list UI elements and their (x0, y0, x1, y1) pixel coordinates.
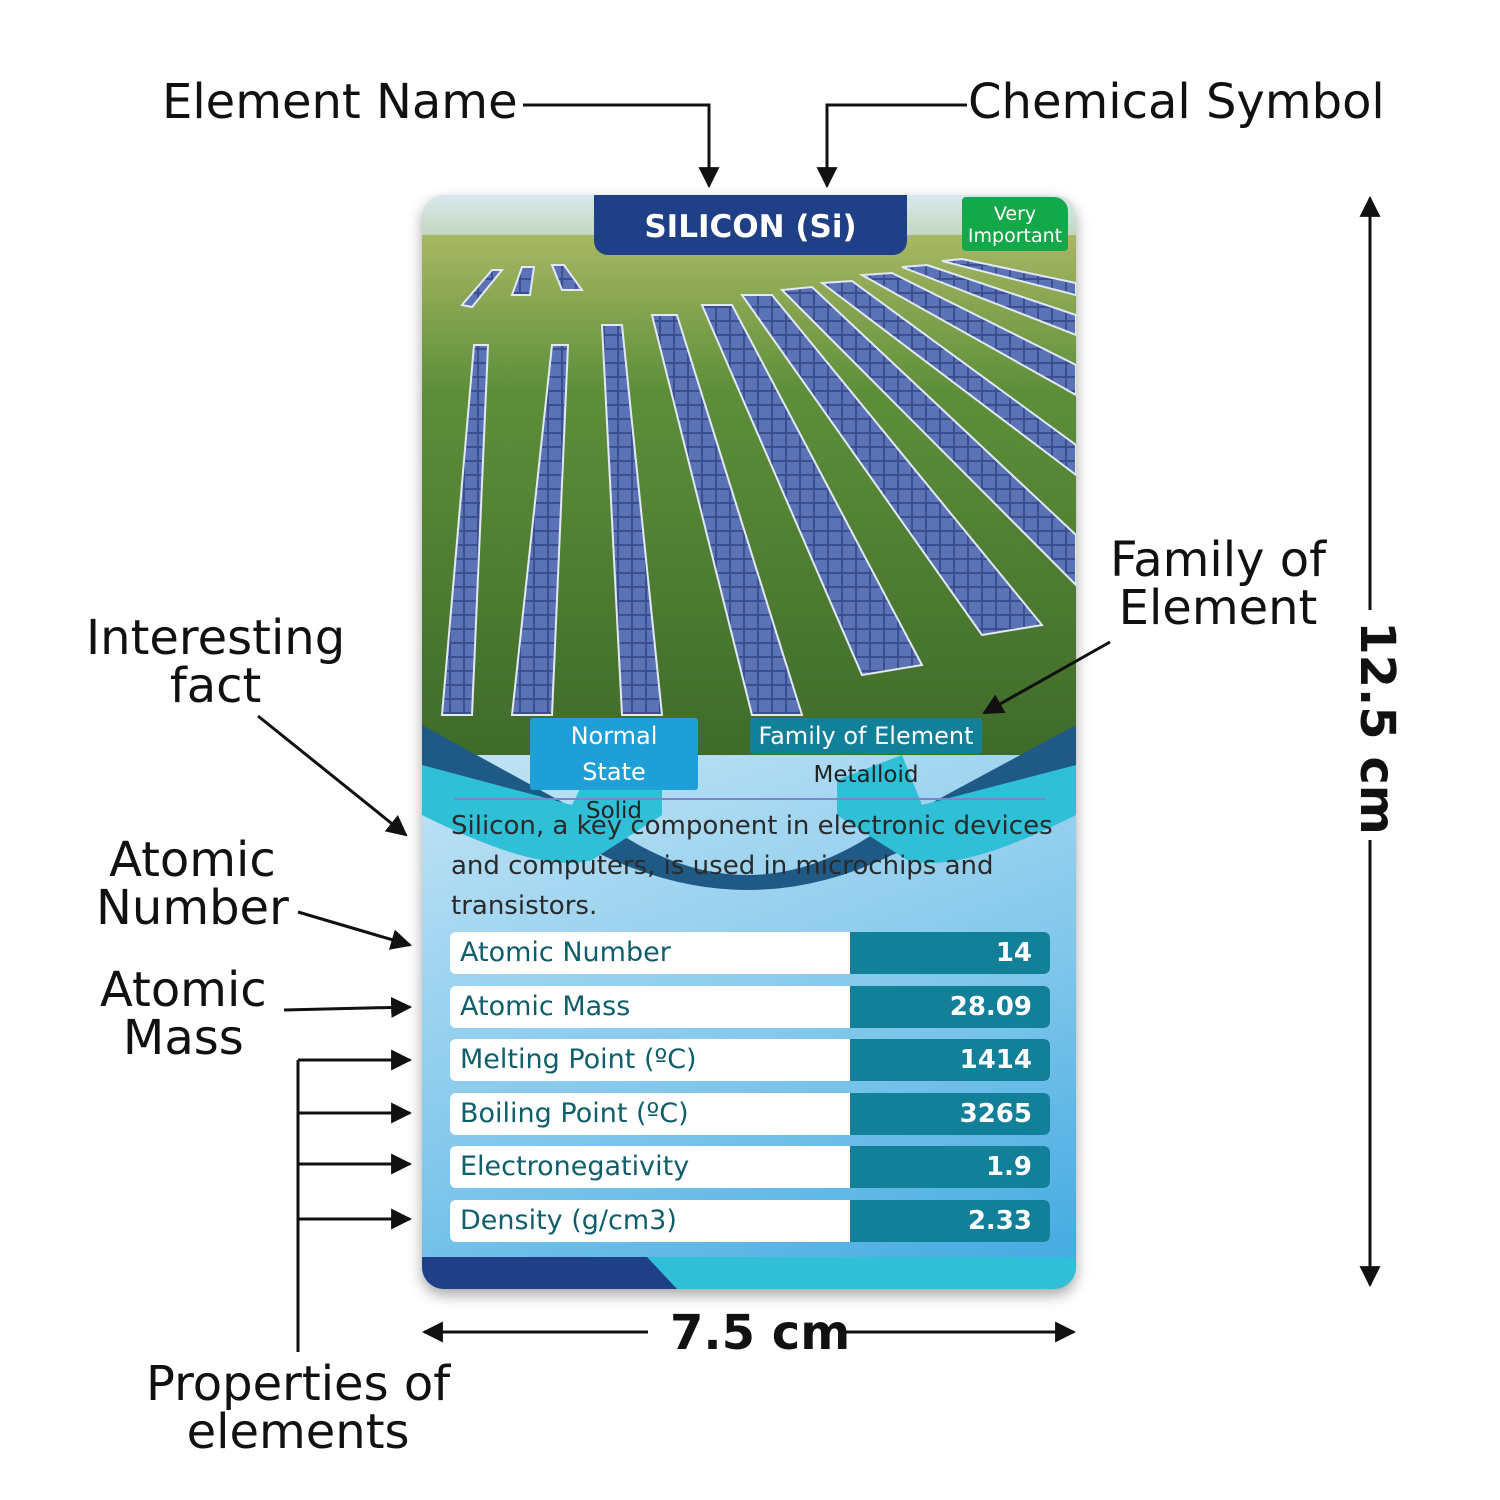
arrow-atomic-mass (283, 996, 413, 1018)
property-name: Electronegativity (460, 1151, 690, 1182)
solar-farm-photo (422, 195, 1076, 755)
height-dimension-label: 12.5 cm (1348, 621, 1405, 835)
arrow-element-name (523, 103, 720, 189)
label-atomic-mass: Atomic Mass (100, 962, 267, 1066)
property-row-boiling-point: Boiling Point (ºC) 3265 (450, 1092, 1050, 1135)
width-dimension-label: 7.5 cm (670, 1305, 851, 1361)
family-block: Family of Element Metalloid (748, 718, 984, 788)
wave-decoration (422, 725, 1076, 890)
bottom-band (422, 1257, 1076, 1289)
property-row-density: Density (g/cm3) 2.33 (450, 1199, 1050, 1242)
interesting-fact-text: Silicon, a key component in electronic d… (451, 811, 1053, 921)
label-properties-of-elements: Properties of elements (146, 1356, 451, 1460)
property-row-atomic-mass: Atomic Mass 28.09 (450, 985, 1050, 1028)
property-row-melting-point: Melting Point (ºC) 1414 (450, 1039, 1050, 1081)
label-interesting-fact: Interesting fact (86, 610, 346, 714)
property-value: 28.09 (850, 985, 1050, 1028)
divider (454, 798, 1046, 800)
property-name: Boiling Point (ºC) (460, 1097, 689, 1129)
properties-table: Atomic Number 14 Atomic Mass 28.09 Melti… (450, 932, 1050, 1253)
property-name: Atomic Mass (460, 990, 631, 1022)
property-row-electronegativity: Electronegativity 1.9 (450, 1146, 1050, 1188)
property-name: Atomic Number (460, 937, 671, 968)
label-family-of-element: Family of Element (1110, 532, 1326, 636)
element-card: SILICON (Si) Very Important Normal State… (422, 195, 1076, 1289)
label-element-name: Element Name (162, 74, 518, 130)
family-label: Family of Element (749, 718, 983, 754)
label-chemical-symbol: Chemical Symbol (968, 74, 1385, 130)
normal-state-value: Solid (585, 798, 643, 824)
importance-badge: Very Important (962, 197, 1068, 251)
property-value: 2.33 (850, 1199, 1050, 1242)
element-title: SILICON (Si) (594, 195, 907, 255)
arrow-interesting-fact (257, 714, 408, 837)
property-name: Melting Point (ºC) (460, 1044, 697, 1075)
property-row-atomic-number: Atomic Number 14 (450, 932, 1050, 974)
arrow-chemical-symbol (816, 103, 967, 189)
property-value: 14 (850, 932, 1050, 974)
family-value: Metalloid (813, 762, 919, 788)
property-value: 1.9 (850, 1146, 1050, 1188)
normal-state-block: Normal State Solid (530, 718, 698, 824)
property-value: 1414 (850, 1039, 1050, 1081)
normal-state-label: Normal State (530, 718, 698, 790)
label-atomic-number: Atomic Number (96, 832, 289, 936)
property-value: 3265 (850, 1092, 1050, 1135)
property-name: Density (g/cm3) (460, 1204, 677, 1236)
arrow-atomic-number (297, 910, 413, 950)
